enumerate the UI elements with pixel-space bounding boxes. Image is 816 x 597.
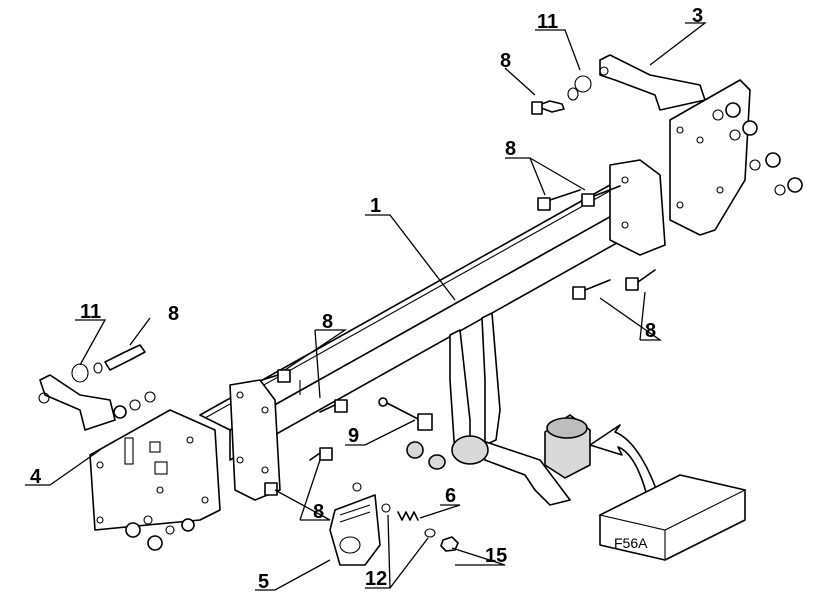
label-11-left: 11	[80, 301, 101, 323]
label-8-bottom: 8	[313, 501, 324, 523]
small-fixings	[352, 482, 459, 552]
kit-box: F56A	[598, 474, 747, 561]
socket-plate	[329, 494, 381, 566]
label-9: 9	[348, 425, 359, 447]
arrow-to-ball	[589, 424, 661, 501]
label-15: 15	[485, 545, 507, 567]
center-mount-plates	[449, 312, 501, 456]
box-code: F56A	[614, 535, 648, 551]
label-12: 12	[365, 568, 387, 590]
left-bracket	[38, 374, 281, 531]
label-8-right: 8	[645, 320, 656, 342]
crossbar	[199, 184, 641, 461]
label-8-top: 8	[500, 50, 511, 72]
label-8-upper: 8	[505, 138, 516, 160]
label-11-right: 11	[537, 11, 558, 33]
part-labels: 1 3 4 5 6 8 8 8 8 8 8 9 11 11 12 15	[30, 5, 703, 593]
label-8-center: 8	[322, 311, 333, 333]
label-4: 4	[30, 466, 42, 488]
right-bracket	[599, 54, 751, 256]
tow-ball-assembly	[406, 414, 591, 506]
label-5: 5	[258, 571, 269, 593]
label-6: 6	[445, 485, 456, 507]
label-1: 1	[370, 195, 381, 217]
bolts-and-nuts	[71, 75, 803, 551]
label-3: 3	[692, 5, 703, 27]
leader-lines	[25, 22, 707, 591]
label-8-left: 8	[168, 303, 179, 325]
